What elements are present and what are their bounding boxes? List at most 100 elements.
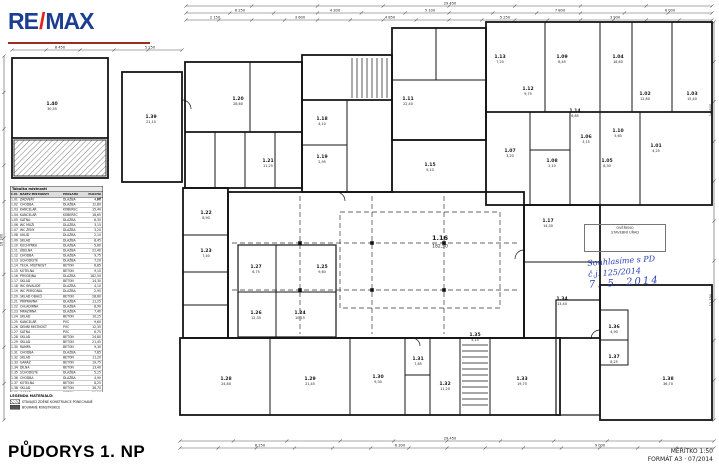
room-area: 10,15: [295, 316, 305, 320]
logo-underline: [8, 42, 150, 44]
logo-re: RE: [8, 8, 39, 34]
solid-swatch-icon: [10, 405, 20, 410]
approval-stamp: OVĚŘENO STAVEBNÍ ÚŘAD: [584, 224, 666, 252]
room-number: 1.06: [580, 134, 591, 140]
stamp-line1: OVĚŘENO: [616, 226, 634, 230]
room-number: 1.19: [316, 154, 327, 160]
room-labels: 1.014,251.0212,801.0315,401.0418,651.056…: [46, 54, 697, 391]
column-header: Č.M.: [11, 193, 18, 196]
room-number: 1.21: [262, 158, 273, 164]
room-number: 1.01: [650, 143, 661, 149]
dimension-label: 2 150: [210, 16, 221, 20]
room-number: 1.40: [46, 101, 57, 107]
room-number: 1.25: [316, 264, 327, 270]
room-area: 21,10: [146, 120, 156, 124]
room-number: 1.15: [424, 162, 435, 168]
dimension-label: 6 300: [395, 444, 406, 448]
hall-ceiling-grid: [232, 196, 520, 334]
room-number: 1.24: [294, 310, 305, 316]
dimension-label: 3 900: [610, 16, 621, 20]
room-area: 9,60: [318, 270, 326, 274]
room-table-title: Tabulka místností: [10, 186, 103, 192]
dimension-lines: [2, 4, 716, 450]
room-area: 8,25: [610, 360, 618, 364]
room-area: 6,75: [252, 270, 260, 274]
dimension-label: 5 250: [500, 16, 511, 20]
remax-logo: RE/MAX: [8, 8, 94, 34]
drawing-format: FORMÁT A3 · 07/2014: [647, 456, 713, 463]
room-area: 13,40: [557, 302, 567, 306]
room-number: 1.07: [504, 148, 515, 154]
room-area: 11,20: [440, 387, 450, 391]
room-number: 1.31: [412, 356, 423, 362]
room-area: 19,75: [517, 382, 527, 386]
room-area: 36,70: [663, 382, 673, 386]
room-area: 18,65: [613, 60, 623, 64]
column-header: PODLAHA: [63, 193, 79, 196]
legend-item: BOURANÉ KONSTRUKCE: [10, 405, 170, 411]
hatch-swatch-icon: [10, 399, 20, 404]
room-area: 9,75: [524, 92, 532, 96]
dimension-label: 29 450: [444, 437, 457, 441]
room-number: 1.28: [220, 376, 231, 382]
room-area: 30,55: [47, 107, 57, 111]
room-area: 7,85: [414, 362, 422, 366]
room-area: 182,50: [432, 244, 448, 250]
logo-slash: /: [38, 8, 45, 34]
room-area: 5,15: [471, 338, 479, 342]
room-area: 2,10: [548, 164, 556, 168]
column-header: PLOCHA m²: [88, 193, 101, 201]
room-area: 11,25: [263, 164, 273, 168]
room-number: 1.05: [601, 158, 612, 164]
room-number: 1.18: [316, 116, 327, 122]
room-number: 1.27: [250, 264, 261, 270]
room-number: 1.08: [546, 158, 557, 164]
room-number: 1.22: [200, 210, 211, 216]
room-number: 1.38: [662, 376, 673, 382]
room-number: 1.10: [612, 128, 623, 134]
room-area: 4,90: [610, 330, 618, 334]
room-number: 1.33: [516, 376, 527, 382]
room-number: 1.32: [439, 381, 450, 387]
room-area: 15,40: [687, 97, 697, 101]
stamp-line2: STAVEBNÍ ÚŘAD: [611, 230, 639, 235]
room-area: 3,15: [582, 140, 590, 144]
dimension-label: 16 300: [0, 233, 4, 246]
room-area: 22,40: [403, 102, 413, 106]
room-area: 4,25: [652, 149, 660, 153]
room-number: 1.20: [232, 96, 243, 102]
dimension-label: 8 450: [55, 46, 66, 50]
dimension-label: 5 250: [145, 46, 156, 50]
room-number: 1.23: [200, 248, 211, 254]
room-area: 28,60: [233, 102, 243, 106]
